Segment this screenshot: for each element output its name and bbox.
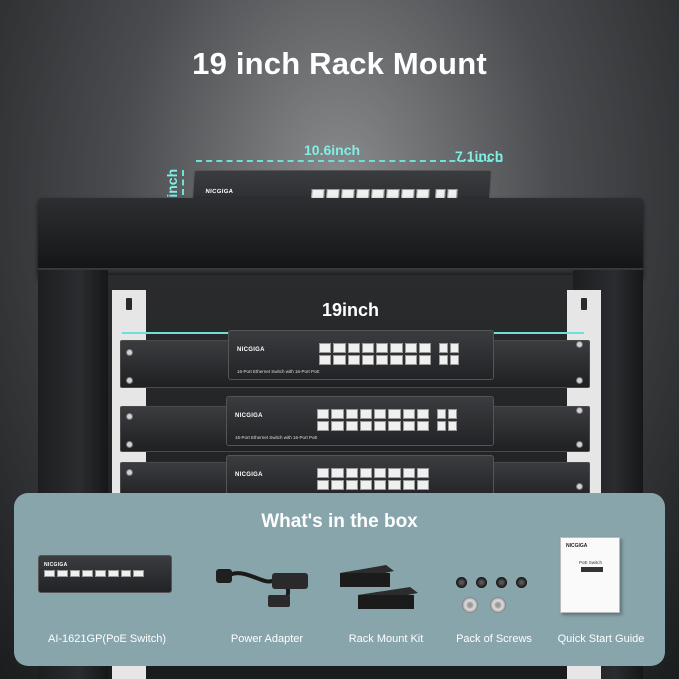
width-dimension-line xyxy=(196,160,436,162)
guide-brand: NICGIGA xyxy=(566,543,588,549)
box-item-switch-image: NICGIGA xyxy=(38,555,172,593)
rack-mount-kit-image xyxy=(340,565,418,609)
guide-text: PoE Switch xyxy=(579,560,603,565)
box-item-label-rack-mount-kit: Rack Mount Kit xyxy=(348,633,424,645)
switch-brand: NICGIGA xyxy=(237,347,265,353)
switch-ports xyxy=(44,570,144,577)
switch-brand: NICGIGA xyxy=(235,413,263,419)
page-title: 19 inch Rack Mount xyxy=(192,46,487,81)
width-dimension-label: 10.6inch xyxy=(304,142,361,158)
switch-brand: NICGIGA xyxy=(205,189,234,195)
guide-tag xyxy=(581,567,603,572)
box-item-label-power-adapter: Power Adapter xyxy=(230,633,304,645)
switch-brand: NICGIGA xyxy=(235,472,263,478)
quick-start-guide-image: NICGIGA PoE Switch xyxy=(560,537,620,613)
box-item-label-screws: Pack of Screws xyxy=(456,633,532,645)
height-dimension-line xyxy=(182,170,184,214)
switch-uplink-ports xyxy=(437,409,457,431)
switch-rack-3: NICGIGA xyxy=(226,455,494,500)
switch-rack-1: NICGIGA 16-Port Ethernet Switch with 16-… xyxy=(228,330,494,380)
box-title: What's in the box xyxy=(261,511,418,532)
switch-rack-2: NICGIGA 16-Port Ethernet Switch with 16-… xyxy=(226,396,494,446)
switch-ports xyxy=(317,468,429,490)
screws-image xyxy=(454,573,534,617)
switch-ports xyxy=(319,343,431,365)
power-adapter-image xyxy=(216,569,308,607)
depth-dimension-label: 7.1inch xyxy=(455,148,504,164)
box-contents-panel: What's in the box NICGIGA NICGIGA PoE Sw… xyxy=(14,493,665,666)
switch-brand: NICGIGA xyxy=(44,562,68,568)
switch-uplink-ports xyxy=(439,343,459,365)
box-item-label-quick-start-guide: Quick Start Guide xyxy=(557,633,645,645)
rack-top xyxy=(38,198,643,278)
rack-width-dimension-label: 19inch xyxy=(322,300,380,320)
switch-ports xyxy=(317,409,429,431)
box-item-label-switch: AI-1621GP(PoE Switch) xyxy=(48,633,166,645)
switch-description: 16-Port Ethernet Switch with 16-Port PoE xyxy=(237,369,320,374)
depth-dimension-line xyxy=(440,160,502,162)
switch-description: 16-Port Ethernet Switch with 16-Port PoE xyxy=(235,435,318,440)
